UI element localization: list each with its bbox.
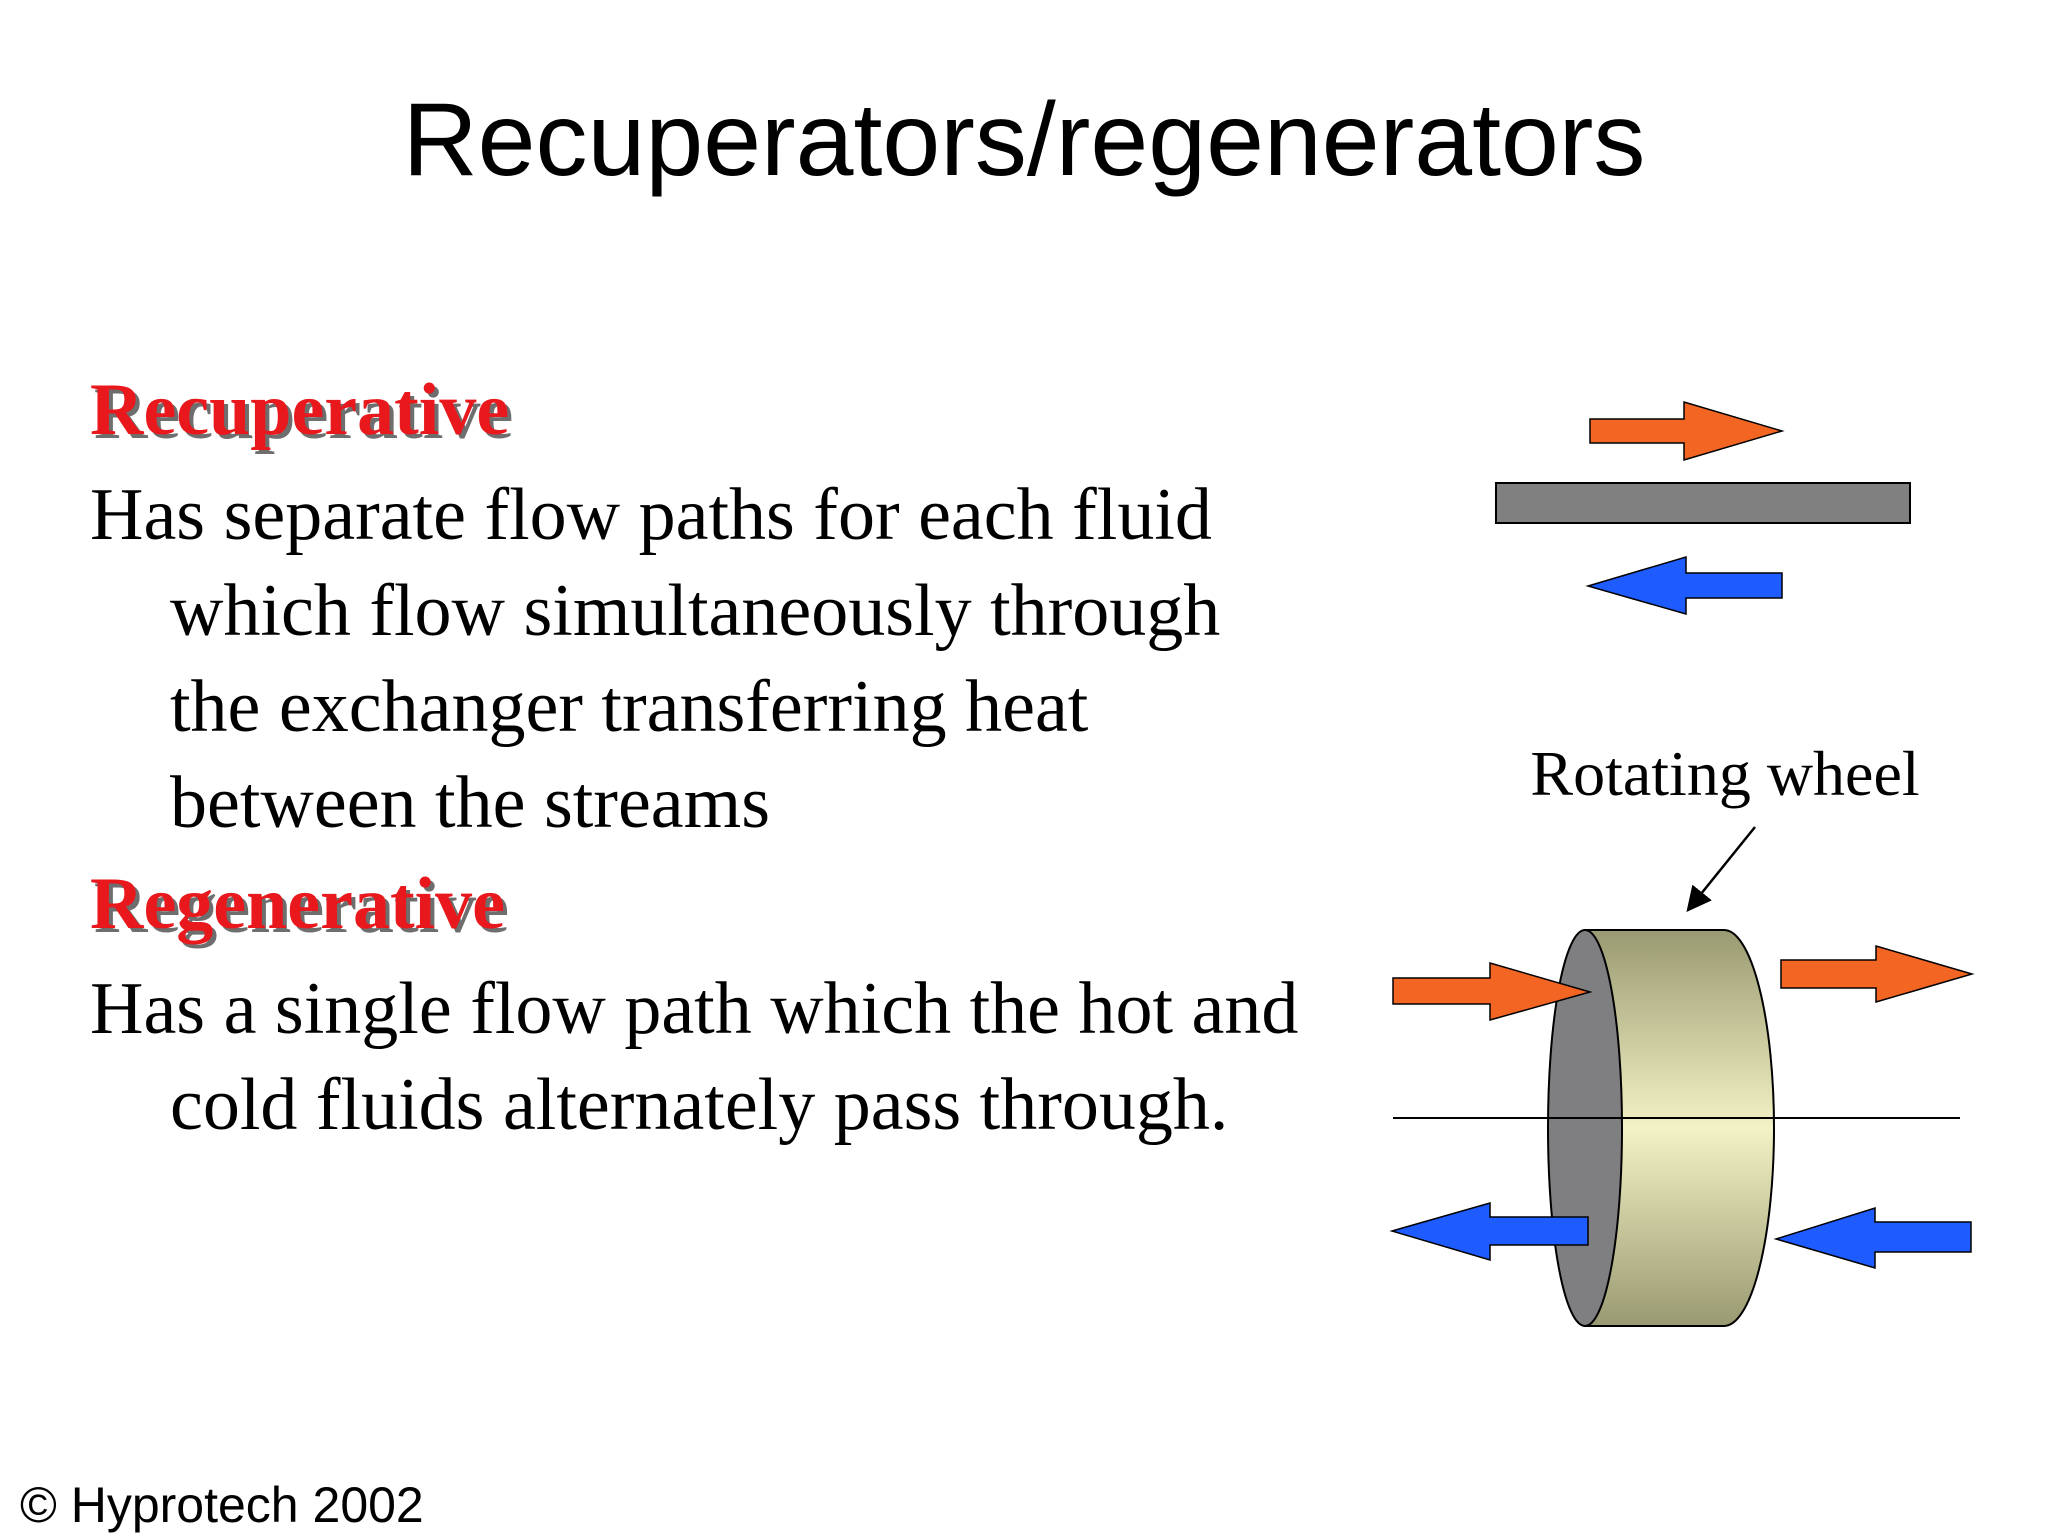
cold-flow-arrow-bottom <box>1585 555 1783 615</box>
section-heading-recuperative: Recuperative <box>90 369 510 451</box>
hot-inlet-arrow <box>1392 962 1593 1021</box>
section-body-recuperative: Has separate flow paths for each fluid w… <box>90 474 1221 844</box>
cold-inlet-arrow <box>1773 1206 1972 1270</box>
hot-flow-arrow-top <box>1589 400 1785 462</box>
hot-outlet-arrow <box>1780 945 1975 1003</box>
section-heading-regenerative: Regenerative <box>90 863 506 945</box>
separating-plate <box>1495 482 1911 524</box>
wheel-body <box>1584 929 1775 1327</box>
slide-content: Recuperative Has separate flow paths for… <box>90 365 1310 1161</box>
regenerative-diagram: Rotating wheel <box>1389 738 1975 1327</box>
slide-title: Recuperators/regenerators <box>402 82 1646 198</box>
copyright-footer: © Hyprotech 2002 <box>20 1477 424 1533</box>
rotating-wheel-label: Rotating wheel <box>1530 738 1919 809</box>
section-body-regenerative: Has a single flow path which the hot and… <box>90 968 1299 1146</box>
recuperative-diagram <box>1495 400 1911 615</box>
cold-outlet-arrow <box>1389 1202 1589 1262</box>
label-pointer-arrow <box>1686 826 1756 912</box>
